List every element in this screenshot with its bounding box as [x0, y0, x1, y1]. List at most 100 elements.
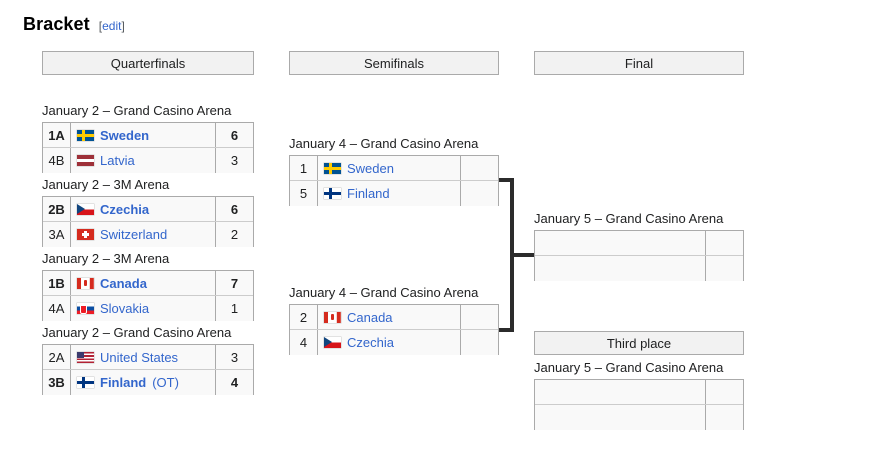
table-row[interactable]	[535, 380, 743, 405]
flag-icon-sweden	[77, 129, 94, 141]
team-cell[interactable]: Sweden	[71, 123, 216, 147]
team-cell[interactable]	[535, 405, 706, 430]
score-cell: 4	[216, 370, 253, 395]
team-name[interactable]: Czechia	[100, 201, 150, 217]
team-name[interactable]: Sweden	[347, 160, 394, 176]
table-row[interactable]: 3B Finland (OT) 4	[43, 370, 253, 395]
team-cell[interactable]	[535, 231, 706, 255]
team-cell[interactable]: Finland	[318, 181, 461, 206]
team-name[interactable]: Finland	[100, 375, 147, 390]
score-cell	[461, 330, 498, 355]
connector-final-arm	[510, 253, 536, 257]
round-header-quarterfinals: Quarterfinals	[42, 51, 254, 75]
score-cell: 7	[216, 271, 253, 295]
table-row[interactable]: 3A Switzerland 2	[43, 222, 253, 247]
table-row[interactable]: 1B Canada 7	[43, 271, 253, 296]
team-cell[interactable]: United States	[71, 345, 216, 369]
table-row[interactable]: 4B Latvia 3	[43, 148, 253, 173]
match-qf3: 1B Canada 7 4A Slovakia 1	[42, 270, 254, 321]
table-row[interactable]: 2B Czechia 6	[43, 197, 253, 222]
team-cell[interactable]: Canada	[71, 271, 216, 295]
round-header-quarterfinals-label: Quarterfinals	[110, 55, 186, 71]
team-cell[interactable]	[535, 380, 706, 404]
round-header-third-place: Third place	[534, 331, 744, 355]
seed-cell: 1B	[43, 271, 71, 295]
venue-qf4: January 2 – Grand Casino Arena	[42, 325, 232, 340]
seed-cell: 1	[290, 156, 318, 180]
table-row[interactable]: 2 Canada	[290, 305, 498, 330]
team-cell[interactable]: Finland (OT)	[71, 370, 216, 395]
seed-cell: 2B	[43, 197, 71, 221]
table-row[interactable]: 1 Sweden	[290, 156, 498, 181]
team-cell[interactable]: Switzerland	[71, 222, 216, 247]
seed-cell: 4A	[43, 296, 71, 321]
overtime-marker: (OT)	[152, 375, 179, 390]
score-cell	[706, 256, 743, 281]
round-header-final-label: Final	[624, 55, 654, 71]
flag-icon-sweden	[324, 162, 341, 174]
table-row[interactable]: 4 Czechia	[290, 330, 498, 355]
team-name[interactable]: Czechia	[347, 335, 394, 350]
seed-cell: 3B	[43, 370, 71, 395]
score-cell	[706, 405, 743, 430]
team-name[interactable]: Latvia	[100, 153, 135, 168]
edit-bracket-open: [	[98, 19, 103, 33]
score-cell	[461, 305, 498, 329]
team-name[interactable]: Canada	[100, 275, 147, 291]
flag-icon-canada	[77, 277, 94, 289]
score-cell: 3	[216, 148, 253, 173]
team-cell[interactable]: Sweden	[318, 156, 461, 180]
table-row[interactable]: 4A Slovakia 1	[43, 296, 253, 321]
page-title: Bracket	[23, 14, 90, 34]
page-heading: Bracket [edit]	[23, 14, 125, 35]
match-sf2: 2 Canada 4 Czechia	[289, 304, 499, 355]
team-name[interactable]: Switzerland	[100, 227, 168, 242]
match-sf1: 1 Sweden 5 Finland	[289, 155, 499, 206]
match-third-place	[534, 379, 744, 430]
flag-icon-slovakia	[77, 303, 94, 314]
match-final	[534, 230, 744, 281]
flag-icon-latvia	[77, 155, 94, 166]
edit-section-link-wrapper: [edit]	[99, 19, 125, 33]
round-header-semifinals: Semifinals	[289, 51, 499, 75]
team-cell[interactable]: Latvia	[71, 148, 216, 173]
team-cell[interactable]: Canada	[318, 305, 461, 329]
table-row[interactable]	[535, 405, 743, 430]
score-cell: 6	[216, 197, 253, 221]
team-name[interactable]: Canada	[347, 309, 393, 325]
team-cell[interactable]: Czechia	[71, 197, 216, 221]
team-name[interactable]: United States	[100, 349, 179, 365]
round-header-final: Final	[534, 51, 744, 75]
score-cell	[706, 231, 743, 255]
table-row[interactable]: 5 Finland	[290, 181, 498, 206]
flag-icon-finland	[324, 188, 341, 199]
team-name[interactable]: Sweden	[100, 127, 150, 143]
edit-section-link[interactable]: edit	[102, 19, 122, 33]
team-cell[interactable]: Czechia	[318, 330, 461, 355]
score-cell: 1	[216, 296, 253, 321]
seed-cell: 2	[290, 305, 318, 329]
score-cell	[706, 380, 743, 404]
score-cell: 6	[216, 123, 253, 147]
match-qf2: 2B Czechia 6 3A Switzerland 2	[42, 196, 254, 247]
flag-icon-czechia	[77, 203, 94, 215]
team-cell[interactable]: Slovakia	[71, 296, 216, 321]
seed-cell: 3A	[43, 222, 71, 247]
venue-final: January 5 – Grand Casino Arena	[534, 211, 724, 226]
table-row[interactable]	[535, 256, 743, 281]
table-row[interactable]	[535, 231, 743, 256]
seed-cell: 5	[290, 181, 318, 206]
table-row[interactable]: 1A Sweden 6	[43, 123, 253, 148]
venue-qf2: January 2 – 3M Arena	[42, 177, 170, 192]
score-cell: 3	[216, 345, 253, 369]
team-cell[interactable]	[535, 256, 706, 281]
score-cell: 2	[216, 222, 253, 247]
team-name[interactable]: Slovakia	[100, 301, 150, 316]
score-cell	[461, 156, 498, 180]
match-qf4: 2A United States 3 3B Finland (OT) 4	[42, 344, 254, 395]
flag-icon-switzerland	[77, 229, 94, 240]
table-row[interactable]: 2A United States 3	[43, 345, 253, 370]
venue-sf2: January 4 – Grand Casino Arena	[289, 285, 479, 300]
team-name[interactable]: Finland	[347, 186, 390, 201]
